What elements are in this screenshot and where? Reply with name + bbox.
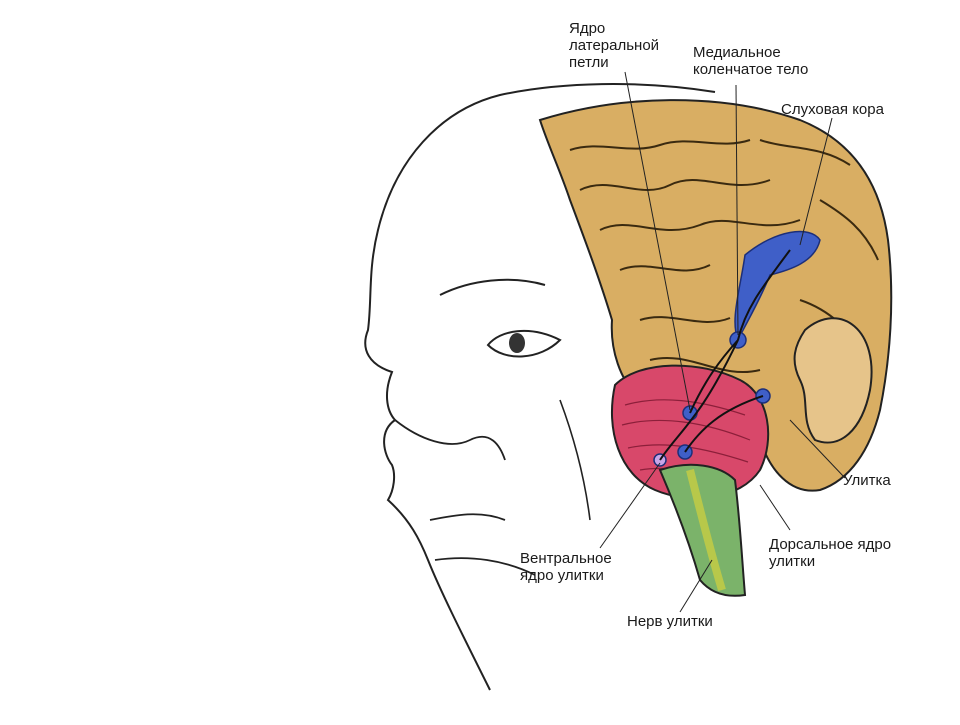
cochlear-nerve-strand	[686, 469, 726, 592]
label-lateral-lemniscus-nucleus: Ядро латеральной петли	[569, 20, 659, 71]
cheek-line	[559, 399, 591, 521]
label-line: Улитка	[843, 472, 891, 489]
label-auditory-cortex: Слуховая кора	[781, 101, 884, 118]
label-line: латеральной	[569, 37, 660, 54]
pathway-lines	[659, 249, 791, 461]
label-line: Слуховая кора	[781, 101, 884, 118]
label-medial-geniculate-body: Медиальное коленчатое тело	[693, 44, 808, 78]
head-outline	[364, 83, 716, 691]
label-line: Нерв улитки	[627, 613, 713, 630]
cerebellum	[611, 364, 770, 500]
cortex-gyri	[569, 139, 879, 374]
label-cochlear-nerve: Нерв улитки	[627, 613, 713, 630]
eye	[486, 329, 562, 358]
pupil	[509, 333, 525, 353]
label-line: ядро улитки	[520, 567, 604, 584]
ear-outline	[793, 317, 873, 444]
label-line: коленчатое тело	[693, 61, 809, 78]
auditory-cortex-area	[734, 230, 821, 342]
label-cochlea: Улитка	[843, 472, 891, 489]
label-line: улитки	[769, 553, 816, 570]
label-line: Вентральное	[520, 550, 612, 567]
label-line: петли	[569, 54, 609, 71]
label-line: Дорсальное ядро	[769, 536, 892, 553]
label-line: Ядро	[569, 20, 606, 37]
mouth-line	[429, 513, 506, 521]
label-dorsal-cochlear-nucleus: Дорсальное ядро улитки	[769, 536, 891, 570]
eyebrow	[439, 278, 546, 296]
nose-line	[394, 419, 506, 461]
leader-lines	[599, 71, 846, 613]
label-ventral-cochlear-nucleus: Вентральное ядро улитки	[520, 550, 612, 584]
chin-line	[434, 557, 536, 576]
label-line: Медиальное	[693, 44, 781, 61]
